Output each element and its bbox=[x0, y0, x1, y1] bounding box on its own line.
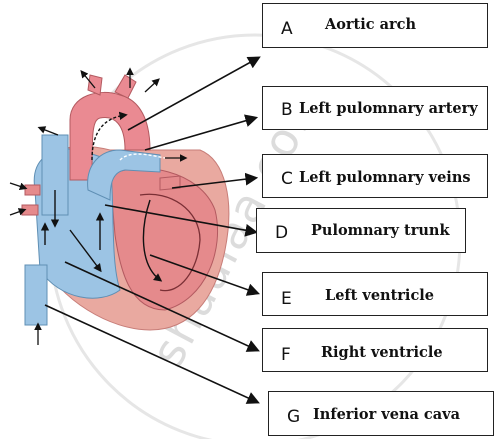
label-box-d: D Pulomnary trunk bbox=[256, 208, 466, 253]
label-box-b: B Left pulomnary artery bbox=[262, 86, 488, 130]
label-text-g: Inferior vena cava bbox=[313, 406, 460, 423]
label-letter-a: A bbox=[281, 19, 293, 39]
label-text-f: Right ventricle bbox=[321, 344, 443, 361]
label-letter-c: C bbox=[281, 169, 293, 189]
label-box-e: E Left ventricle bbox=[262, 272, 488, 316]
label-letter-g: G bbox=[287, 407, 301, 427]
leader-b bbox=[144, 114, 259, 151]
pulmonary-trunk-shape bbox=[87, 149, 161, 201]
leader-g bbox=[44, 304, 260, 404]
leader-d bbox=[104, 204, 259, 237]
leader-e bbox=[149, 254, 261, 296]
label-letter-d: D bbox=[275, 223, 289, 243]
label-text-a: Aortic arch bbox=[325, 16, 417, 33]
label-box-a: A Aortic arch bbox=[262, 3, 488, 48]
label-letter-e: E bbox=[281, 289, 292, 309]
label-box-f: F Right ventricle bbox=[262, 328, 488, 372]
label-letter-b: B bbox=[281, 100, 293, 120]
left-ventricle-shape bbox=[109, 168, 219, 311]
label-text-b: Left pulomnary artery bbox=[299, 100, 478, 117]
leader-c bbox=[171, 172, 259, 189]
label-text-d: Pulomnary trunk bbox=[311, 222, 450, 239]
leader-a bbox=[127, 56, 261, 131]
label-text-c: Left pulomnary veins bbox=[299, 169, 471, 186]
label-box-c: C Left pulomnary veins bbox=[262, 154, 488, 198]
label-letter-f: F bbox=[281, 345, 291, 365]
label-box-g: G Inferior vena cava bbox=[268, 391, 494, 436]
label-text-e: Left ventricle bbox=[325, 287, 435, 304]
inferior-vena-cava-shape bbox=[24, 264, 48, 326]
leader-f bbox=[64, 261, 260, 352]
